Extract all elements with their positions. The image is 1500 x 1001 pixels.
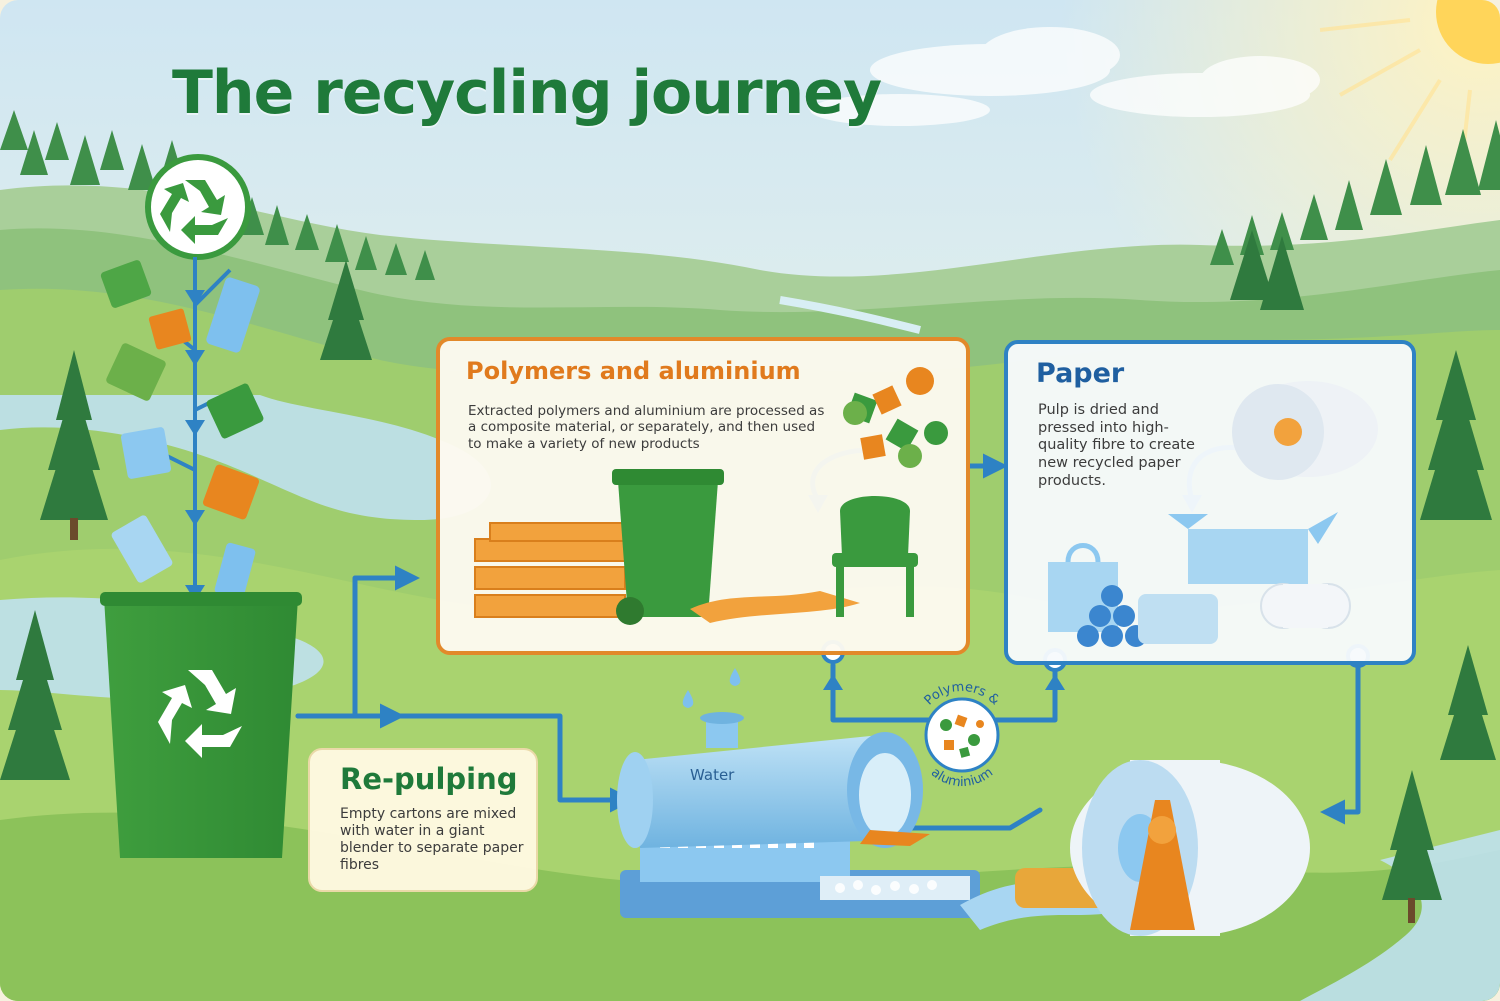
polymers-aluminium-badge	[924, 697, 1000, 773]
repulping-description: Empty cartons are mixed with water in a …	[340, 806, 524, 874]
water-label: Water	[690, 766, 735, 784]
paper-products-illustration	[1048, 381, 1378, 647]
repulping-title: Re-pulping	[340, 762, 518, 796]
toilet-roll-icon	[1260, 583, 1351, 629]
page-title: The recycling journey	[172, 58, 882, 128]
paper-roll	[960, 760, 1310, 936]
repulping-card: Re-pulping Empty cartons are mixed with …	[308, 748, 538, 892]
falling-cartons	[100, 260, 264, 600]
paper-title: Paper	[1036, 358, 1125, 389]
forest	[0, 110, 1500, 280]
polymers-aluminium-description: Extracted polymers and aluminium are pro…	[468, 403, 825, 452]
chair-icon	[832, 496, 918, 617]
paper-card: Paper Pulp is dried and pressed into hig…	[1004, 340, 1416, 665]
polymers-aluminium-title: Polymers and aluminium	[466, 357, 801, 385]
recycle-symbol-icon	[158, 670, 242, 758]
clouds	[810, 27, 1320, 126]
recycling-bin	[100, 592, 302, 858]
polymer-products-illustration	[474, 367, 948, 625]
paper-description: Pulp is dried and pressed into high-qual…	[1038, 402, 1195, 489]
paper-roll-icon	[1232, 381, 1378, 480]
pallet-icon	[474, 522, 641, 618]
sun-icon	[1319, 0, 1500, 181]
repulping-machine	[617, 668, 980, 918]
paper-box-icon	[1168, 512, 1338, 584]
polymer-fragments-icon	[843, 367, 948, 468]
polymers-aluminium-card: Polymers and aluminium Extracted polymer…	[436, 337, 970, 655]
recycle-emblem-icon	[145, 154, 251, 260]
wheelie-bin-icon	[612, 469, 724, 625]
